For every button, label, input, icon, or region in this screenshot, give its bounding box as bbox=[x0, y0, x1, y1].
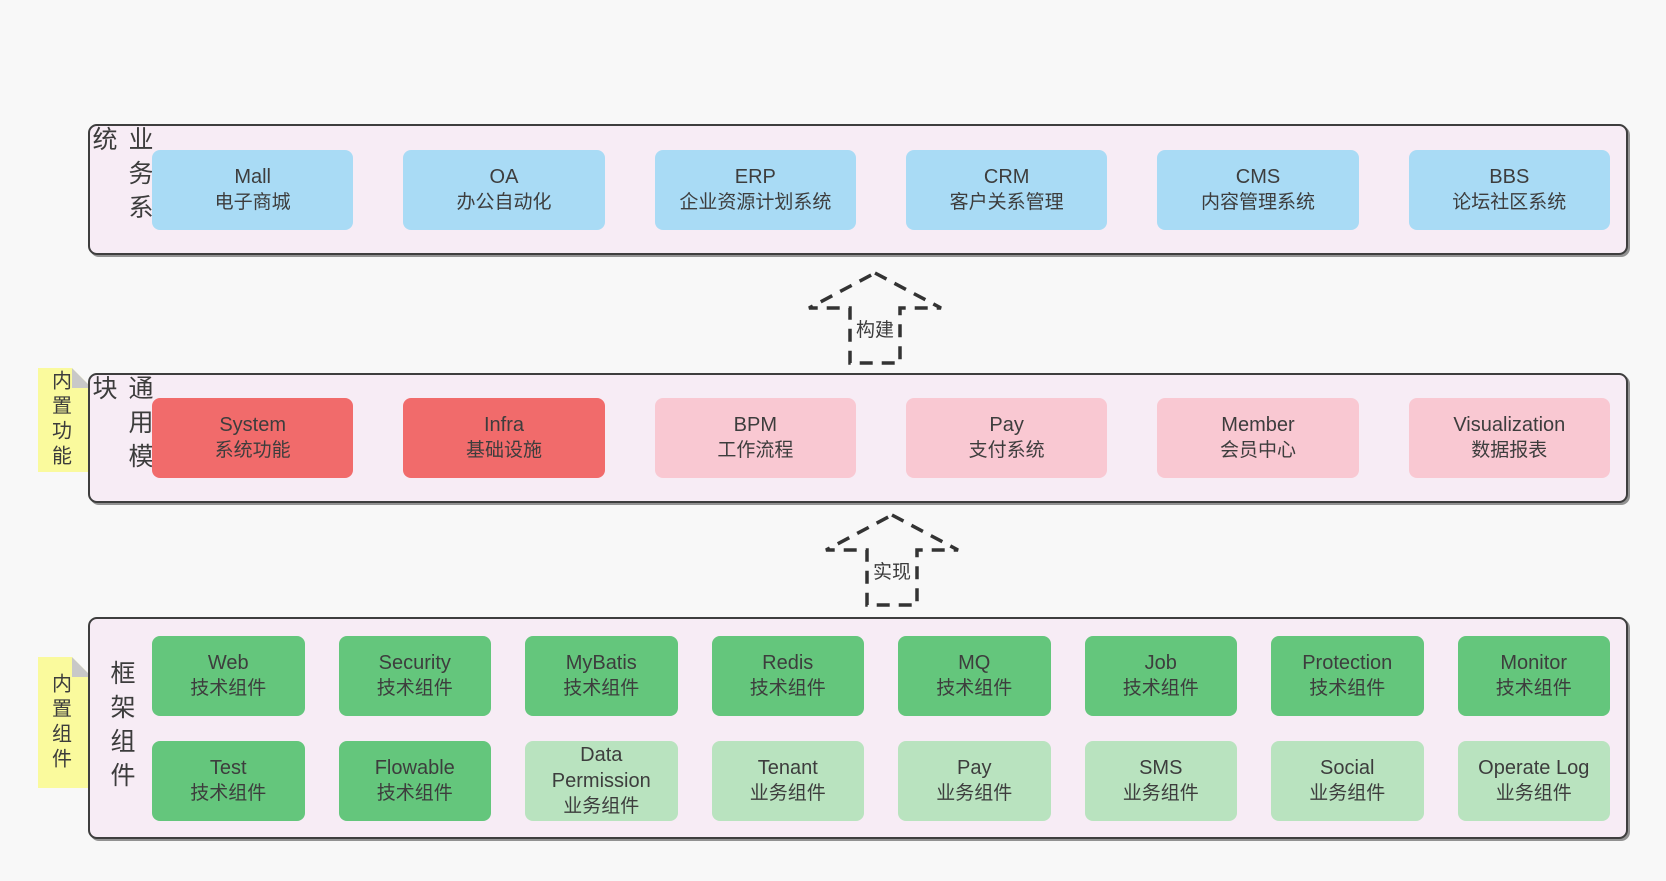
box-system: System 系统功能 bbox=[152, 398, 354, 478]
box-sms: SMS 业务组件 bbox=[1084, 740, 1237, 821]
band-label-column: 业务系统 bbox=[89, 126, 153, 253]
arrow-up-build: 构建 bbox=[805, 270, 945, 366]
box-mybatis: MyBatis 技术组件 bbox=[525, 635, 678, 716]
dashed-up-arrow-icon bbox=[808, 271, 942, 365]
band-rows: Mall 电子商城 OA 办公自动化 ERP 企业资源计划系统 CRM 客户关系… bbox=[152, 126, 1626, 253]
box-protection: Protection 技术组件 bbox=[1271, 635, 1424, 716]
box-data-permission: Data Permission 业务组件 bbox=[525, 740, 678, 821]
band-label-business-systems: 业务系统 bbox=[89, 126, 153, 228]
box-tenant: Tenant 业务组件 bbox=[711, 740, 864, 821]
box-bbs: BBS 论坛社区系统 bbox=[1408, 149, 1610, 230]
sticky-note-text: 内置功能 bbox=[48, 370, 71, 470]
band-label-framework-components: 框架组件 bbox=[107, 660, 135, 796]
band-business-systems: 业务系统 Mall 电子商城 OA 办公自动化 ERP 企业资源计划系统 CRM bbox=[88, 124, 1628, 255]
sticky-note-built-in-components: 内置组件 bbox=[38, 657, 92, 788]
box-erp: ERP 企业资源计划系统 bbox=[654, 149, 856, 230]
box-operate-log: Operate Log 业务组件 bbox=[1457, 740, 1610, 821]
box-test: Test 技术组件 bbox=[152, 740, 305, 821]
arrow-up-implement: 实现 bbox=[822, 512, 962, 608]
box-social: Social 业务组件 bbox=[1271, 740, 1424, 821]
box-redis: Redis 技术组件 bbox=[711, 635, 864, 716]
arrow-label-implement: 实现 bbox=[868, 556, 916, 585]
box-visualization: Visualization 数据报表 bbox=[1408, 398, 1610, 478]
sticky-note-text: 内置组件 bbox=[48, 672, 71, 773]
box-flowable: Flowable 技术组件 bbox=[338, 740, 491, 821]
box-bpm: BPM 工作流程 bbox=[654, 398, 856, 478]
band-framework-components: 框架组件 Web 技术组件 Security 技术组件 MyBatis 技术组件… bbox=[88, 617, 1628, 839]
box-mq: MQ 技术组件 bbox=[898, 635, 1051, 716]
box-member: Member 会员中心 bbox=[1157, 398, 1359, 478]
box-row: Mall 电子商城 OA 办公自动化 ERP 企业资源计划系统 CRM 客户关系… bbox=[152, 149, 1610, 230]
box-pay: Pay 支付系统 bbox=[905, 398, 1108, 478]
box-row: System 系统功能 Infra 基础设施 BPM 工作流程 Pay 支付系统… bbox=[152, 398, 1610, 478]
band-rows: System 系统功能 Infra 基础设施 BPM 工作流程 Pay 支付系统… bbox=[152, 375, 1626, 501]
box-pay-biz: Pay 业务组件 bbox=[898, 740, 1051, 821]
band-rows: Web 技术组件 Security 技术组件 MyBatis 技术组件 Redi… bbox=[152, 619, 1626, 837]
band-label-column: 通用模块 bbox=[89, 375, 153, 501]
band-label-column: 框架组件 bbox=[90, 619, 152, 837]
box-row: Web 技术组件 Security 技术组件 MyBatis 技术组件 Redi… bbox=[152, 635, 1610, 716]
box-web: Web 技术组件 bbox=[152, 635, 305, 716]
dashed-up-arrow-icon bbox=[825, 513, 959, 607]
box-cms: CMS 内容管理系统 bbox=[1157, 149, 1359, 230]
box-crm: CRM 客户关系管理 bbox=[905, 149, 1108, 230]
box-monitor: Monitor 技术组件 bbox=[1457, 635, 1610, 716]
box-mall: Mall 电子商城 bbox=[152, 149, 354, 230]
band-label-common-modules: 通用模块 bbox=[89, 375, 153, 477]
box-infra: Infra 基础设施 bbox=[403, 398, 605, 478]
arrow-label-build: 构建 bbox=[851, 314, 899, 343]
band-common-modules: 通用模块 System 系统功能 Infra 基础设施 BPM 工作流程 Pay bbox=[88, 373, 1628, 503]
box-row: Test 技术组件 Flowable 技术组件 Data Permission … bbox=[152, 740, 1610, 821]
box-oa: OA 办公自动化 bbox=[403, 149, 605, 230]
box-security: Security 技术组件 bbox=[338, 635, 491, 716]
box-job: Job 技术组件 bbox=[1084, 635, 1237, 716]
sticky-note-built-in-features: 内置功能 bbox=[38, 368, 92, 472]
